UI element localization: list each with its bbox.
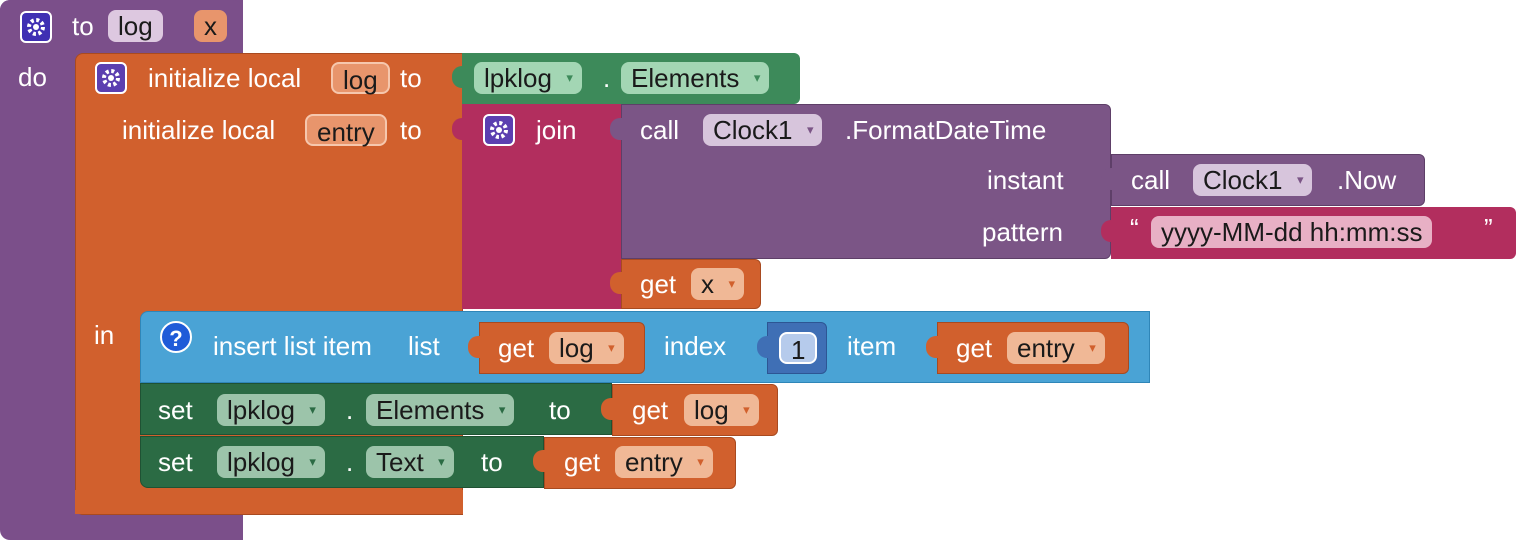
insert-label: insert list item bbox=[213, 331, 372, 361]
set-keyword: set bbox=[158, 447, 193, 477]
close-quote: ” bbox=[1484, 213, 1493, 243]
puzzle-tab bbox=[533, 450, 545, 472]
dot: . bbox=[603, 63, 611, 93]
component-dropdown[interactable]: lpklog▾ bbox=[217, 394, 325, 426]
clock-component-dropdown[interactable]: Clock1▾ bbox=[1193, 164, 1313, 196]
arg-pattern-label: pattern bbox=[982, 217, 1063, 247]
join-label: join bbox=[536, 115, 577, 145]
clock-component-dropdown[interactable]: Clock1▾ bbox=[703, 114, 823, 146]
init-log-label: initialize local bbox=[148, 63, 302, 93]
get-keyword: get bbox=[640, 269, 677, 299]
component-dropdown[interactable]: lpklog▾ bbox=[474, 62, 582, 94]
dot: . bbox=[346, 395, 354, 425]
method-name: .FormatDateTime bbox=[845, 115, 1047, 145]
chevron-down-icon: ▾ bbox=[498, 402, 506, 417]
puzzle-tab bbox=[926, 336, 938, 358]
arg-instant-label: instant bbox=[987, 165, 1064, 195]
component-dropdown[interactable]: lpklog▾ bbox=[217, 446, 325, 478]
local-name-entry[interactable]: entry bbox=[305, 114, 387, 147]
chevron-down-icon: ▾ bbox=[1296, 172, 1304, 187]
chevron-down-icon: ▾ bbox=[566, 70, 573, 85]
call-keyword: call bbox=[1131, 165, 1171, 195]
chevron-down-icon: ▾ bbox=[438, 454, 445, 469]
gear-icon[interactable] bbox=[483, 114, 515, 146]
parameter-x[interactable]: x bbox=[194, 10, 227, 42]
index-label: index bbox=[664, 331, 727, 361]
property-dropdown[interactable]: Text▾ bbox=[366, 446, 454, 478]
gear-icon[interactable] bbox=[95, 62, 127, 94]
chevron-down-icon: ▾ bbox=[309, 454, 316, 469]
init-entry-to: to bbox=[400, 115, 422, 145]
get-keyword: get bbox=[632, 395, 669, 425]
init-log-to: to bbox=[400, 63, 422, 93]
chevron-down-icon: ▾ bbox=[743, 402, 750, 417]
in-keyword: in bbox=[94, 320, 115, 350]
puzzle-tab bbox=[452, 118, 464, 140]
puzzle-tab bbox=[610, 118, 622, 140]
variable-dropdown[interactable]: entry▾ bbox=[1007, 332, 1105, 364]
procedure-name-field[interactable]: log bbox=[108, 10, 163, 42]
open-quote: “ bbox=[1130, 213, 1139, 243]
to-keyword: to bbox=[72, 11, 94, 41]
puzzle-tab bbox=[1101, 220, 1113, 242]
property-dropdown[interactable]: Elements▾ bbox=[366, 394, 515, 426]
index-number-field[interactable]: 1 bbox=[779, 332, 818, 365]
list-label: list bbox=[408, 331, 440, 361]
to-keyword: to bbox=[481, 447, 503, 477]
puzzle-tab bbox=[1101, 168, 1113, 190]
puzzle-tab bbox=[468, 336, 480, 358]
puzzle-tab bbox=[452, 66, 464, 88]
puzzle-tab bbox=[757, 336, 769, 358]
item-label: item bbox=[847, 331, 897, 361]
method-name: .Now bbox=[1337, 165, 1397, 195]
dot: . bbox=[346, 447, 354, 477]
init-log-bottom bbox=[75, 490, 463, 514]
variable-dropdown[interactable]: entry▾ bbox=[615, 446, 713, 478]
puzzle-tab bbox=[601, 398, 613, 420]
init-entry-label: initialize local bbox=[122, 115, 276, 145]
chevron-down-icon: ▾ bbox=[309, 402, 316, 417]
chevron-down-icon: ▾ bbox=[608, 340, 615, 355]
variable-dropdown[interactable]: log▾ bbox=[549, 332, 624, 364]
chevron-down-icon: ▾ bbox=[728, 276, 735, 291]
get-keyword: get bbox=[956, 333, 993, 363]
do-keyword: do bbox=[18, 62, 47, 92]
set-text-block[interactable] bbox=[140, 436, 544, 488]
get-keyword: get bbox=[498, 333, 535, 363]
call-keyword: call bbox=[640, 115, 680, 145]
set-keyword: set bbox=[158, 395, 193, 425]
chevron-down-icon: ▾ bbox=[697, 454, 704, 469]
to-keyword: to bbox=[549, 395, 571, 425]
format-datetime-call[interactable] bbox=[621, 104, 1111, 259]
chevron-down-icon: ▾ bbox=[753, 70, 761, 85]
property-dropdown[interactable]: Elements▾ bbox=[621, 62, 770, 94]
get-keyword: get bbox=[564, 447, 601, 477]
variable-dropdown[interactable]: x▾ bbox=[691, 268, 744, 300]
variable-dropdown[interactable]: log▾ bbox=[684, 394, 759, 426]
puzzle-tab bbox=[610, 272, 622, 294]
help-icon[interactable]: ? bbox=[160, 321, 192, 353]
pattern-text-field[interactable]: yyyy-MM-dd hh:mm:ss bbox=[1151, 216, 1433, 248]
chevron-down-icon: ▾ bbox=[1089, 340, 1096, 355]
local-name-log[interactable]: log bbox=[331, 62, 390, 95]
gear-icon[interactable] bbox=[20, 11, 52, 43]
chevron-down-icon: ▾ bbox=[806, 122, 814, 137]
